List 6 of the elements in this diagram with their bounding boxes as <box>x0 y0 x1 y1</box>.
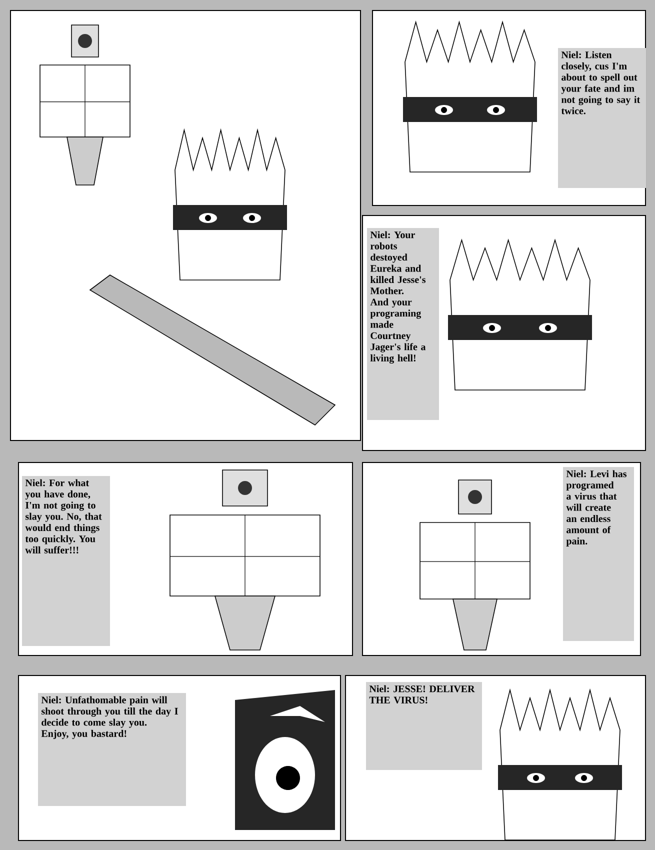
speech-box: Niel: For what you have done, I'm not going to slay you. No, that would end things too quickly. You will suffer!!! <box>22 476 110 646</box>
speech-box: Niel: Listen closely, cus I'm about to spell out your fate and im not going to say it twice. <box>558 48 646 188</box>
speech-box: Niel: Your robots destoyed Eureka and killed Jesse's Mother. And your programing made Courtney Jager's life a living hell! <box>367 228 439 420</box>
speech-box: Niel: Unfathomable pain will shoot through you till the day I decide to come slay you. Enjoy, you bastard! <box>38 693 186 806</box>
speech-box: Niel: JESSE! DELIVER THE VIRUS! <box>366 682 482 770</box>
speech-box: Niel: Levi has programed a virus that will create an endless amount of pain. <box>563 467 634 641</box>
